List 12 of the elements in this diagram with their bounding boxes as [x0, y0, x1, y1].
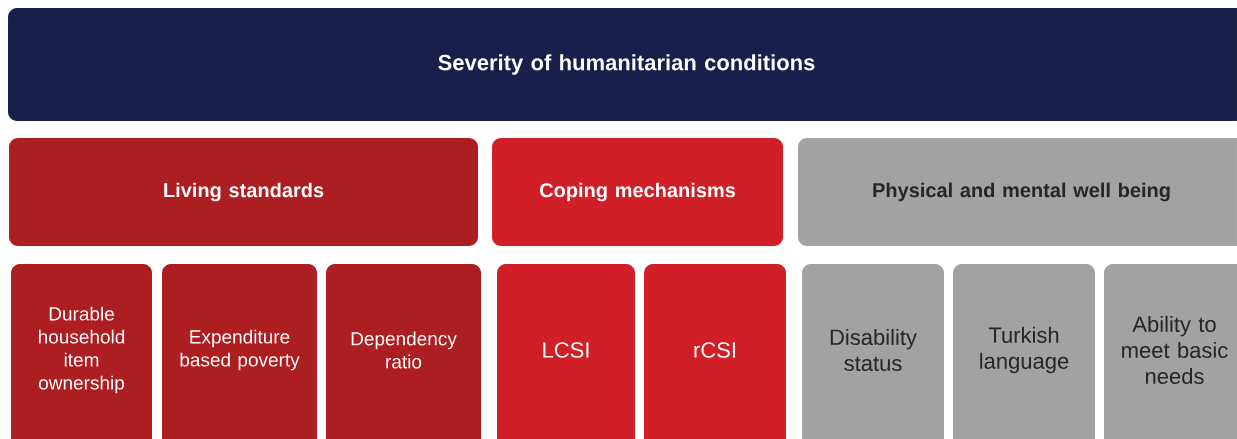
indicator-box: Ability to meet basic needs	[1104, 264, 1237, 439]
indicator-box: Turkish language	[953, 264, 1095, 439]
indicator-box: LCSI	[497, 264, 635, 439]
indicator-box: Durable household item ownership	[11, 264, 152, 439]
title-banner: Severity of humanitarian conditions	[8, 8, 1237, 121]
indicator-box: Disability status	[802, 264, 944, 439]
indicator-box: Expenditure based poverty	[162, 264, 317, 439]
indicator-box: Dependency ratio	[326, 264, 481, 439]
category-box: Coping mechanisms	[492, 138, 783, 246]
category-box: Physical and mental well being	[798, 138, 1237, 246]
indicator-box: rCSI	[644, 264, 786, 439]
category-box: Living standards	[9, 138, 478, 246]
